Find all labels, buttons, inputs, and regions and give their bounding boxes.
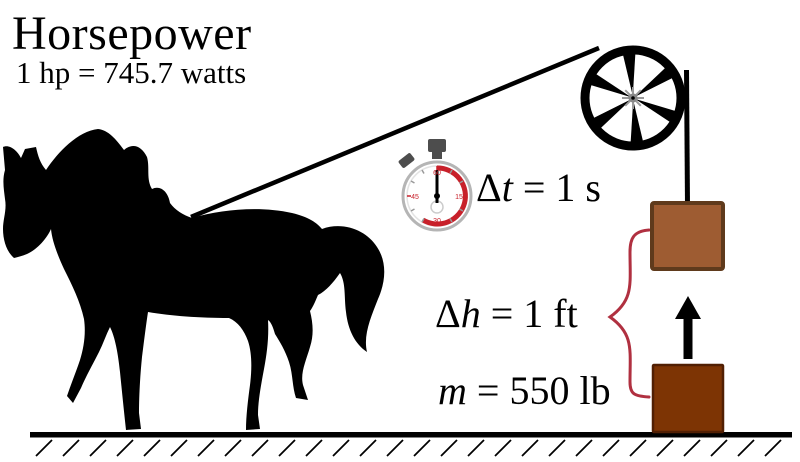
stopwatch-icon: 60 15 30 45 [398,139,473,232]
pulley-hub [622,87,644,109]
time-delta: Δ [476,165,502,210]
time-value: = 1 s [512,165,601,210]
time-label: Δt = 1 s [476,168,601,208]
rope-to-horse [190,45,600,220]
ground [30,432,792,457]
height-delta: Δ [435,291,461,336]
height-value: = 1 ft [480,291,578,336]
up-arrow-icon [675,296,701,359]
mass-variable: m [438,368,467,413]
mass-label: m = 550 lb [438,371,611,411]
height-label: Δh = 1 ft [435,294,578,334]
stopwatch-ticks [407,166,467,226]
svg-text:30: 30 [433,218,441,225]
time-variable: t [501,165,513,210]
height-brace [607,228,651,399]
rope-vertical [684,69,690,207]
mass-value: = 550 lb [466,368,611,413]
conversion-label: 1 hp = 745.7 watts [16,55,247,90]
svg-text:45: 45 [411,194,419,201]
lower-box [651,363,725,434]
pulley-wheel-icon [580,45,686,151]
svg-text:15: 15 [455,194,463,201]
upper-box [650,201,725,271]
page-title: Horsepower [12,7,252,60]
svg-text:60: 60 [433,170,441,177]
horse-silhouette [3,129,385,430]
ground-hatching [35,439,782,457]
height-variable: h [460,291,481,336]
